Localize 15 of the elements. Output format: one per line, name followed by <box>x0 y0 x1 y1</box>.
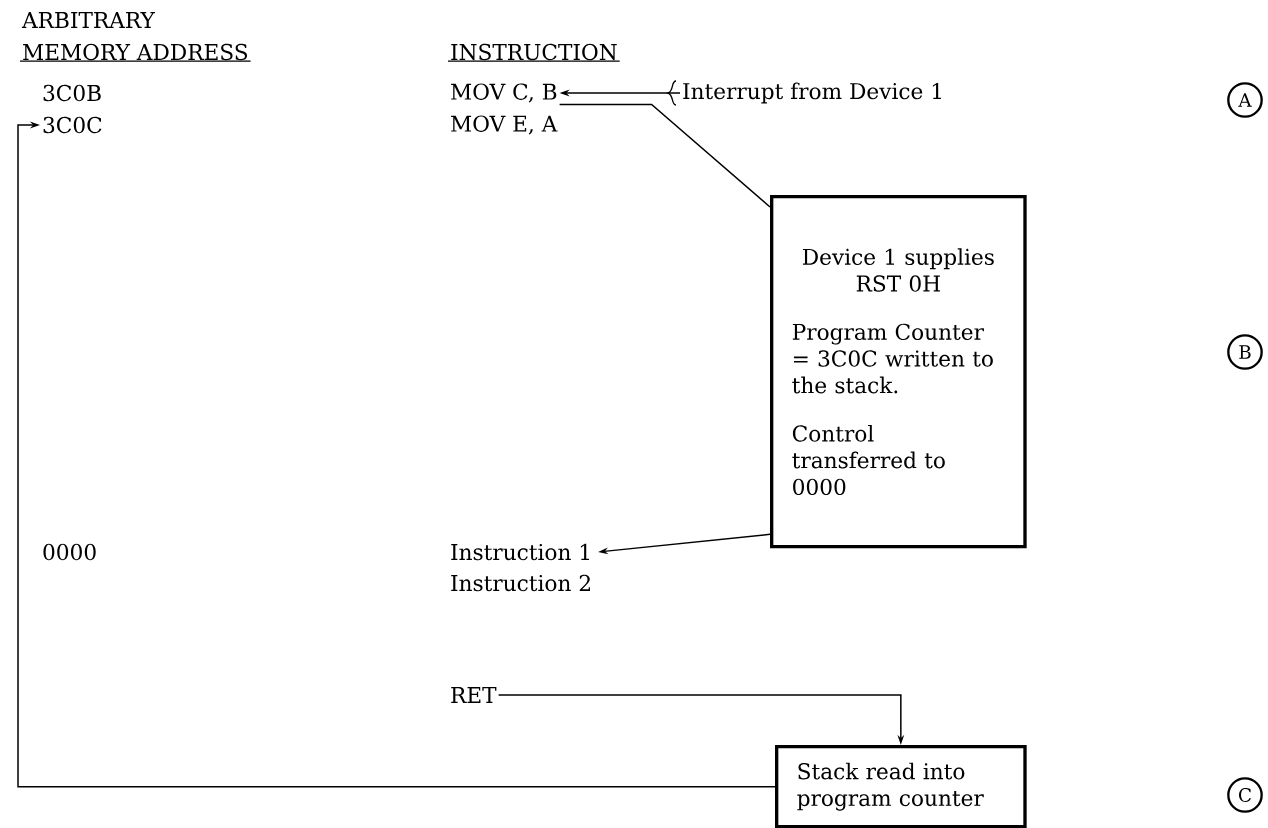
code-text: 3C0B <box>43 84 101 102</box>
code-text: MOV C, B <box>451 83 557 103</box>
code-text: RET <box>451 687 497 703</box>
process-box: Device 1 supplies RST 0H Program Counter = 3C0C written to the stack. Control transferred to 0000 <box>770 195 1027 549</box>
code-text: 0000 <box>43 543 96 561</box>
code-text: 3C0C <box>43 116 102 134</box>
process-box: Stack read into program counter <box>775 745 1027 828</box>
column-heading: MEMORY ADDRESS <box>19 43 252 62</box>
code-text: Instruction 2 <box>451 574 590 592</box>
column-heading: ARBITRARY <box>21 12 156 28</box>
arrow <box>17 121 776 788</box>
column-heading: INSTRUCTION <box>447 43 621 62</box>
code-text: MOV E, A <box>451 115 558 135</box>
code-text: Instruction 1 <box>451 543 589 561</box>
note-text: Interrupt from Device 1 <box>683 82 941 104</box>
